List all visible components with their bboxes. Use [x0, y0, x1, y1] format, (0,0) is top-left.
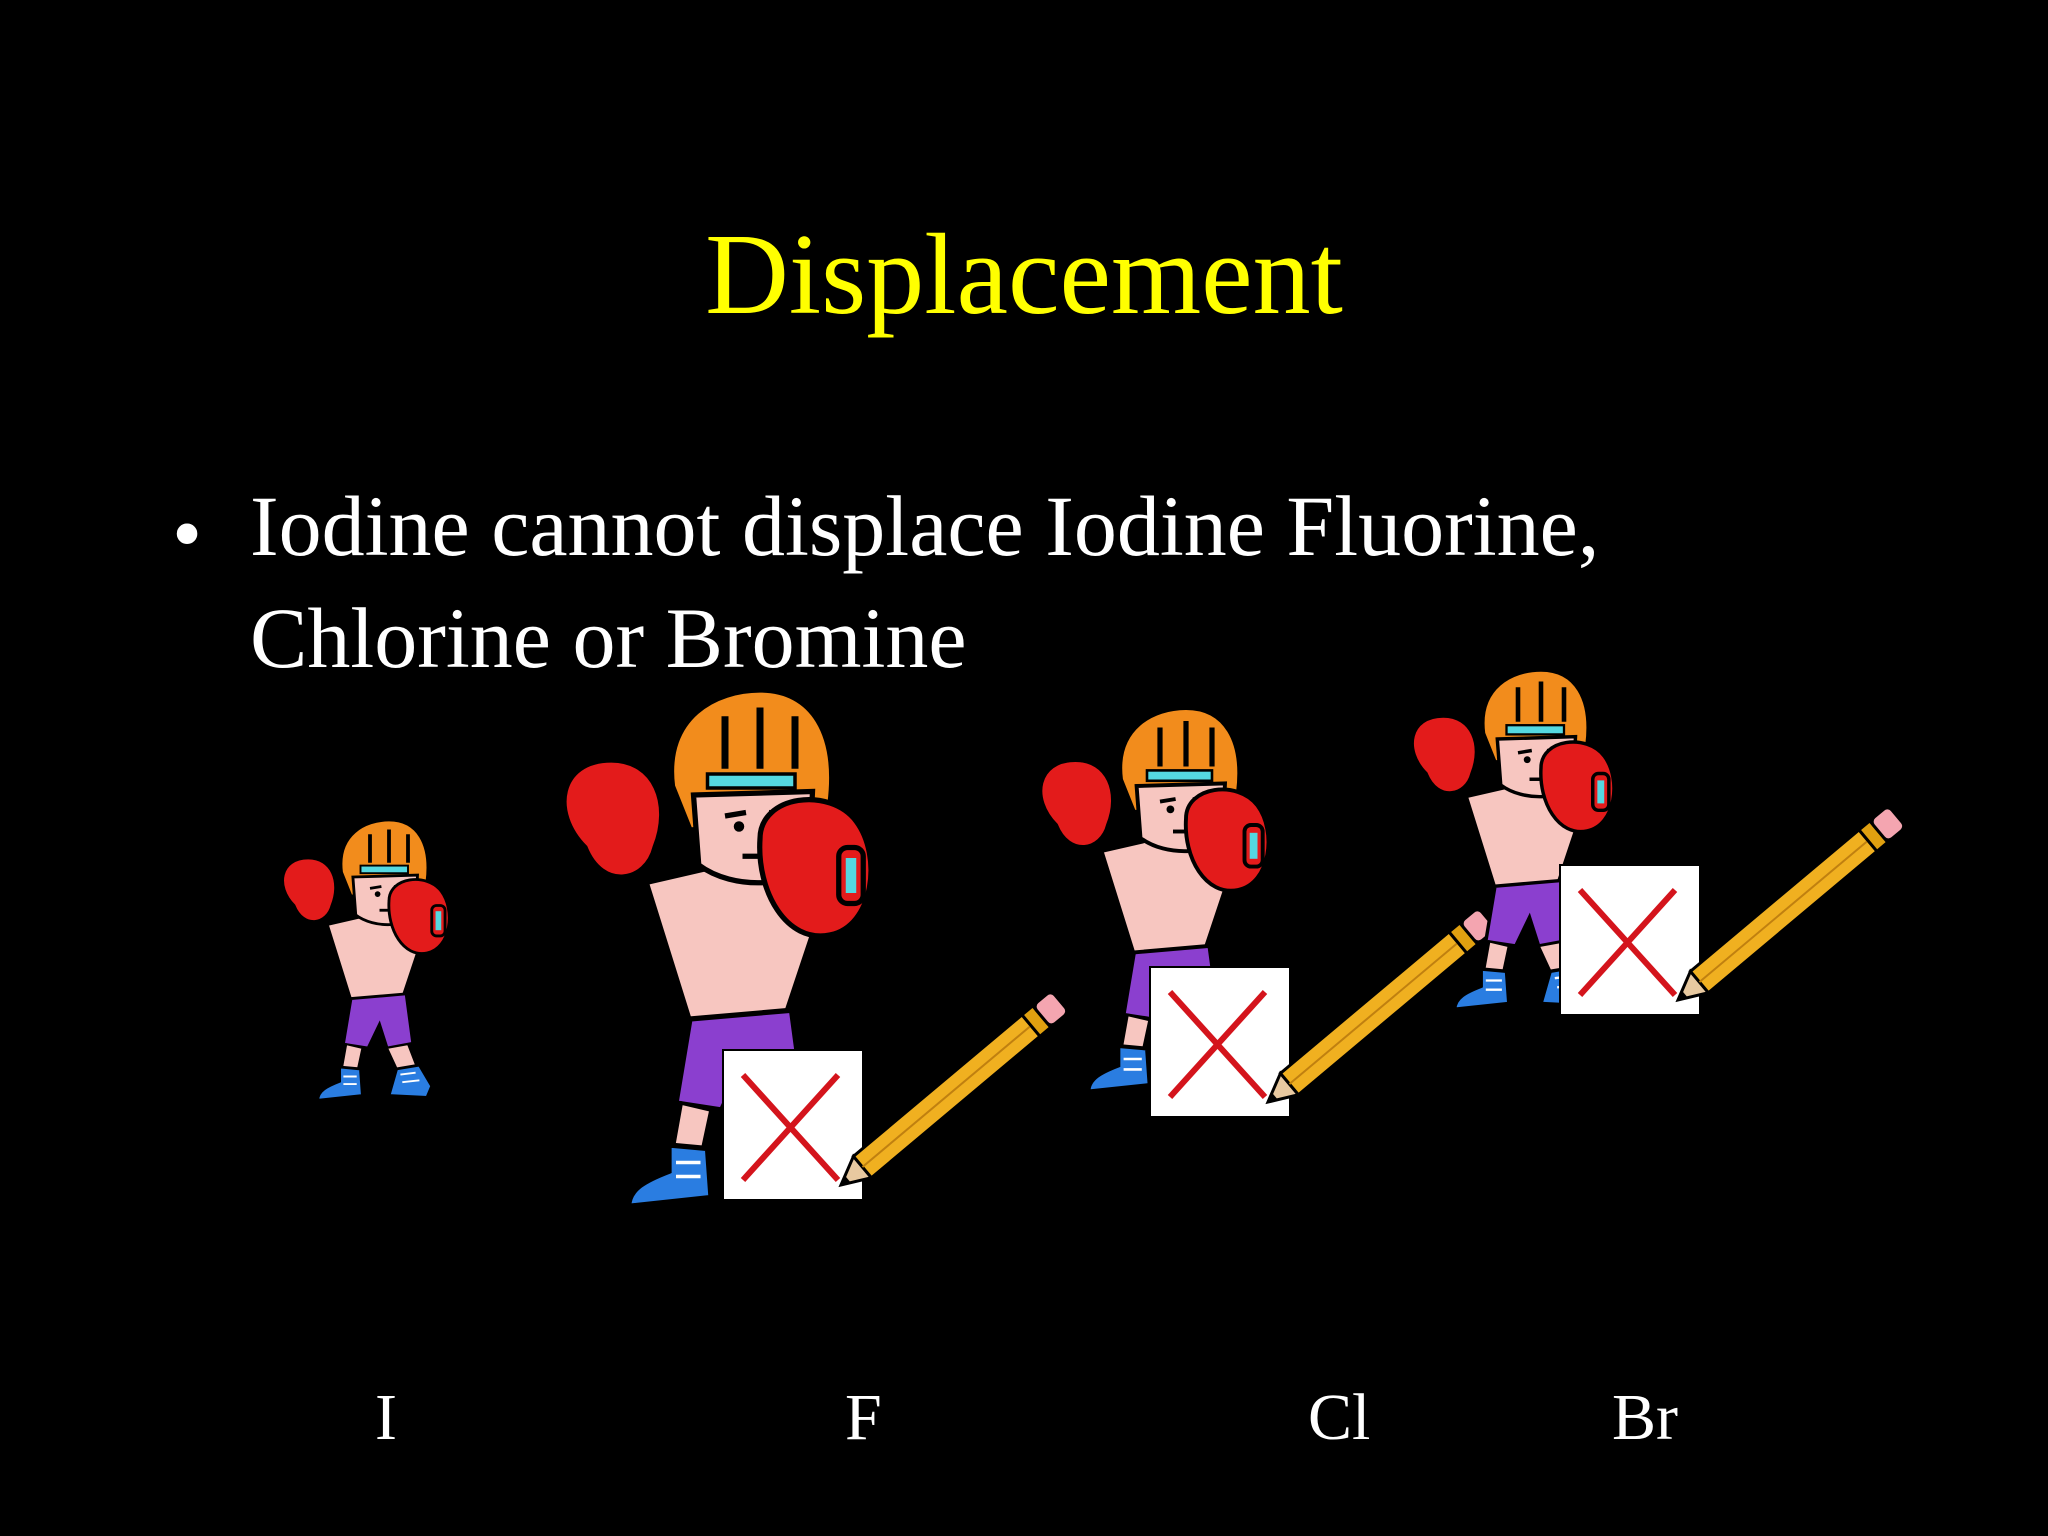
label-br: Br [1612, 1381, 1678, 1454]
boxer-icon-i [280, 818, 452, 1103]
label-f: F [845, 1381, 882, 1454]
bullet-text: Iodine cannot displace Iodine Fluorine, … [250, 478, 1600, 686]
bullet-marker: • [172, 485, 203, 581]
cross-mark-icon-br [1560, 805, 1906, 1015]
label-i: I [375, 1381, 397, 1454]
slide-title: Displacement [705, 211, 1343, 339]
label-cl: Cl [1308, 1381, 1371, 1454]
